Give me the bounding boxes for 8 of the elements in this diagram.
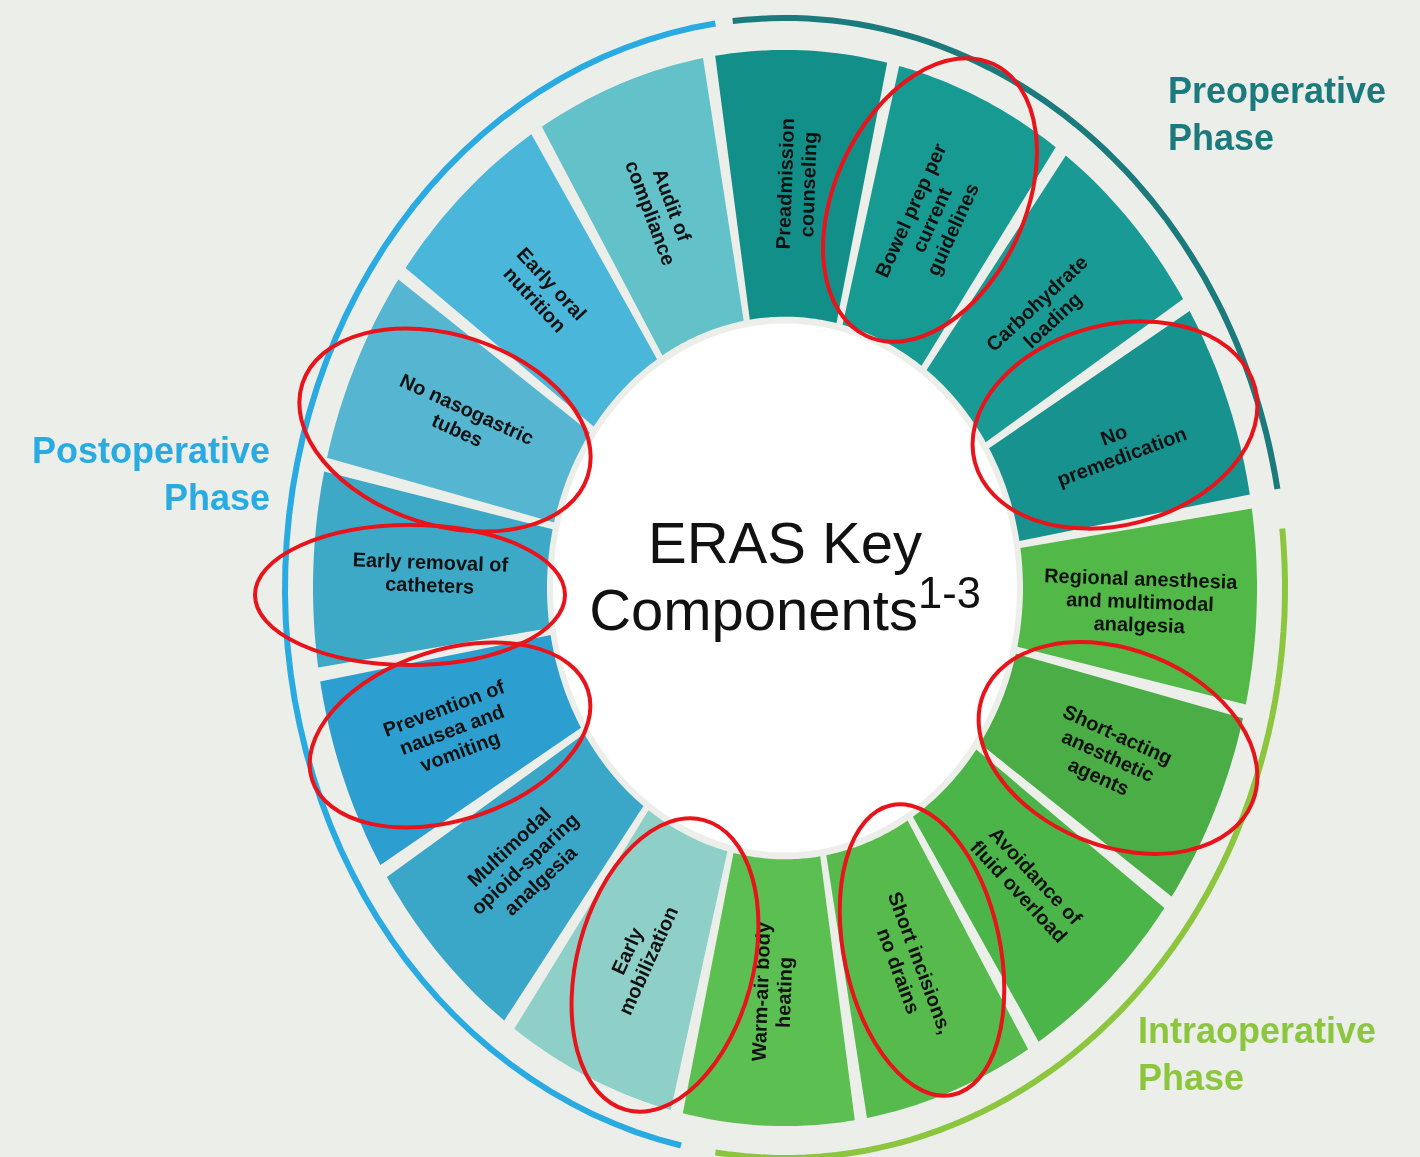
wheel-segment: [682, 852, 855, 1127]
segment-label: Early removal of catheters: [351, 548, 510, 600]
phase-label: Preoperative Phase: [1168, 69, 1388, 160]
phase-label: Postoperative Phase: [30, 429, 270, 520]
segment-label: Preadmission counseling: [771, 116, 823, 252]
segment-label: Regional anesthesia and multimodal analgesia: [1042, 563, 1239, 640]
phase-label: Intraoperative Phase: [1138, 1009, 1378, 1100]
center-title: ERAS Key Components$^{1-3}$: [588, 510, 982, 644]
